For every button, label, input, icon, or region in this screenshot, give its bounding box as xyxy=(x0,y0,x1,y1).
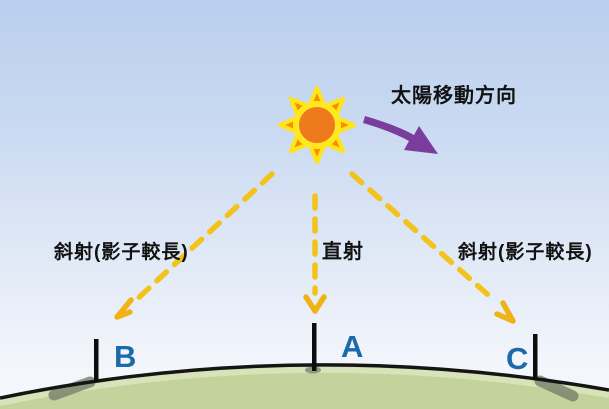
arrowhead-center-icon xyxy=(303,294,327,314)
ground-outline xyxy=(0,363,609,400)
marker-b: B xyxy=(114,339,137,374)
arrowhead-left-icon xyxy=(114,297,134,320)
arrowhead-right-icon xyxy=(494,300,516,324)
label-oblique-left: 斜射(影子較長) xyxy=(54,242,189,263)
label-oblique-right: 斜射(影子較長) xyxy=(458,242,593,263)
shadow-post-c xyxy=(534,375,579,402)
sun-icon xyxy=(278,86,356,164)
marker-c: C xyxy=(506,341,529,376)
post-b xyxy=(94,339,99,382)
curved-arrow-icon xyxy=(363,116,438,154)
sun-core xyxy=(293,101,341,149)
ray-oblique-right xyxy=(349,171,498,304)
post-a xyxy=(312,323,317,371)
ray-oblique-left xyxy=(131,171,275,305)
marker-a: A xyxy=(341,329,364,364)
label-sun-direction: 太陽移動方向 xyxy=(391,85,517,107)
label-direct: 直射 xyxy=(322,241,364,263)
post-c xyxy=(533,334,538,380)
